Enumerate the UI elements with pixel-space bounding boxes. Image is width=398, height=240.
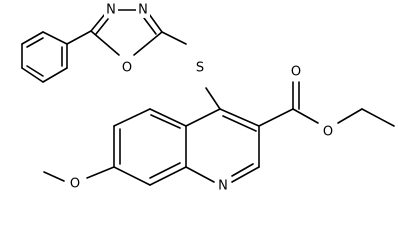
bond-o1-c5: [90, 30, 120, 56]
atom-o-methoxy-label: O: [70, 177, 80, 192]
atom-labels: N N O S O O O N: [68, 2, 335, 194]
atom-n-quinoline-label: N: [218, 179, 228, 194]
bond-c2-s: [161, 31, 187, 45]
bonds: [21, 9, 395, 186]
atom-o-ester: O: [321, 124, 335, 140]
bond-oester-ch2: [337, 108, 363, 124]
bond-n-c8a: [185, 166, 215, 183]
bond-ph-5: [21, 67, 44, 83]
atom-o-carbonyl-label: O: [291, 65, 301, 80]
bond-c8-c8a-double: [149, 162, 181, 179]
bond-c3-cester: [258, 108, 294, 127]
bond-c4-c3-double: [222, 115, 257, 132]
atom-n4: N: [104, 2, 118, 18]
chemical-structure-diagram: N N O S O O O N: [21, 2, 395, 194]
atom-s-label: S: [196, 61, 204, 76]
bond-ph-2: [42, 31, 68, 45]
bond-c4a-c5q: [149, 108, 187, 127]
atom-s: S: [193, 60, 207, 76]
bond-n3-c2: [148, 13, 163, 33]
bond-c7-omethoxy: [86, 166, 115, 179]
bond-c2q-n: [231, 166, 260, 183]
bond-ph-c5: [66, 30, 92, 45]
atom-n3: N: [136, 2, 150, 18]
bond-ph-double-1: [26, 37, 44, 48]
atom-n-quinoline: N: [216, 178, 230, 194]
atom-o-carbonyl: O: [289, 64, 303, 80]
bond-s-c4: [205, 87, 221, 110]
bond-c4-c3: [219, 108, 260, 127]
bond-cester-oester: [292, 108, 319, 124]
bond-c2-o1: [133, 31, 163, 56]
bond-ph-double-3: [26, 65, 44, 77]
bond-ch2-ch3: [361, 108, 395, 127]
atom-o-methoxy: O: [68, 176, 82, 192]
atom-o-ring: O: [120, 60, 134, 76]
bond-c7-c8: [113, 166, 151, 186]
bond-c5q-c6: [113, 108, 151, 127]
bond-n3-c2-double: [143, 17, 157, 35]
atom-n3-label: N: [138, 3, 148, 18]
bond-c5-n4: [90, 13, 106, 32]
bond-c4a-c5q-double: [150, 114, 181, 129]
bond-c5-n4-double: [95, 18, 109, 35]
atom-o-ester-label: O: [323, 125, 333, 140]
bond-c2q-n-double: [231, 163, 254, 177]
bond-c8-c8a: [149, 166, 187, 186]
bond-ph-4: [42, 67, 68, 83]
bond-omethoxy-ch3: [43, 171, 65, 182]
atom-o-ring-label: O: [122, 61, 132, 76]
bond-c4a-c4: [185, 108, 221, 127]
bond-ph-1: [21, 31, 44, 45]
atom-n4-label: N: [106, 3, 116, 18]
